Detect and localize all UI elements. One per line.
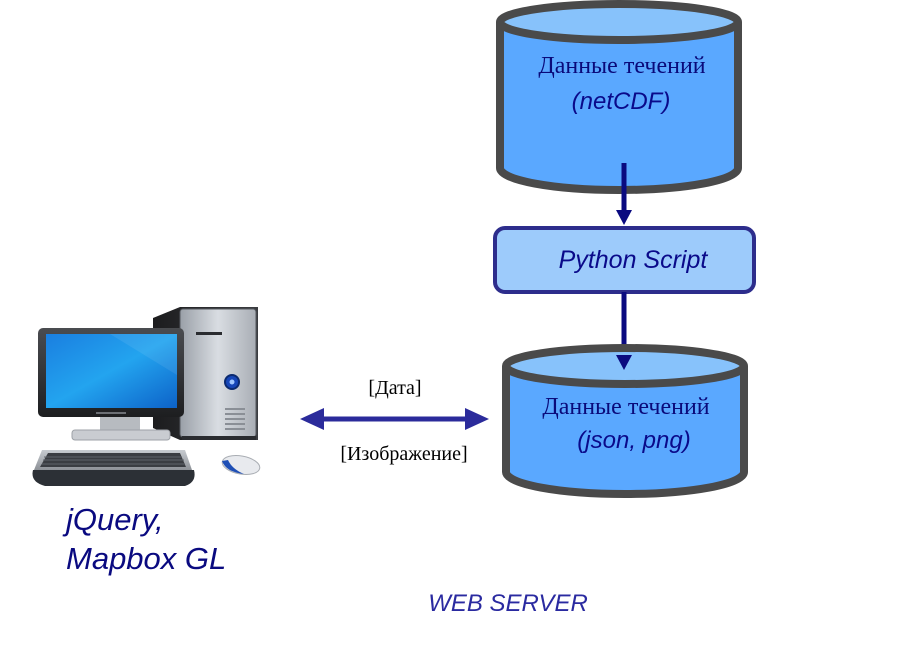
json-store-subtitle: (json, png) — [577, 427, 690, 454]
keyboard-icon — [32, 450, 195, 486]
arrow-netcdf-to-script — [616, 163, 632, 225]
netcdf-store-title: Данные течений — [538, 53, 705, 79]
client-tech-line-2: Mapbox GL — [66, 541, 226, 576]
python-script-label: Python Script — [559, 246, 709, 274]
cylinder-body — [502, 366, 748, 498]
json-store-title: Данные течений — [542, 394, 709, 420]
web-server-label: WEB SERVER — [428, 590, 588, 617]
arrow-head-left-icon — [300, 408, 324, 430]
netcdf-data-store: Данные течений (netCDF) — [496, 0, 742, 194]
client-tech-line-1: jQuery, — [62, 502, 164, 537]
response-label-image: [Изображение] — [340, 443, 467, 465]
cylinder-top — [496, 0, 742, 44]
arrow-head-right-icon — [465, 408, 489, 430]
netcdf-store-subtitle: (netCDF) — [572, 88, 671, 115]
client-technologies: jQuery, Mapbox GL — [62, 502, 226, 576]
mouse-icon — [221, 455, 261, 475]
json-data-store: Данные течений (json, png) — [502, 344, 748, 498]
request-label-date: [Дата] — [368, 377, 421, 399]
monitor-icon — [38, 328, 184, 441]
python-script-node: Python Script — [493, 226, 756, 294]
arrow-head-down-icon — [616, 355, 632, 370]
arrow-head-down-icon — [616, 210, 632, 225]
cylinder-body — [496, 22, 742, 194]
client-server-exchange: [Дата] [Изображение] — [300, 377, 489, 465]
desktop-computer-icon — [32, 307, 261, 486]
